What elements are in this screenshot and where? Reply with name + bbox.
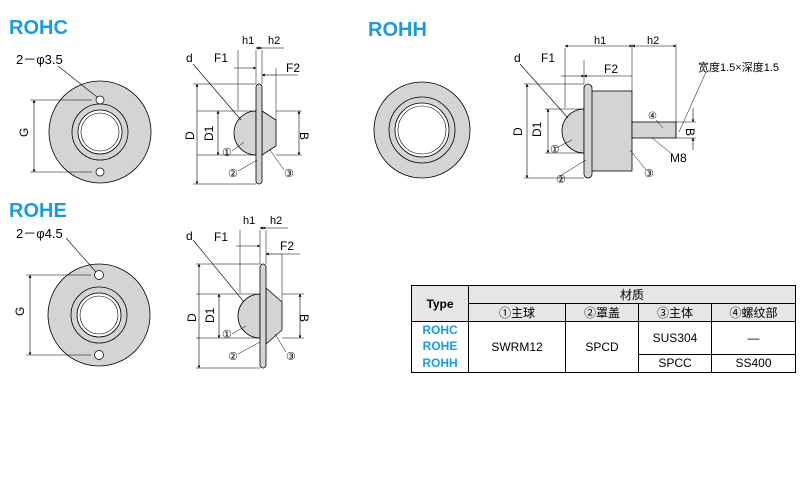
- cover-material-cell: SPCD: [565, 321, 639, 373]
- rohe-f1-label: F1: [214, 230, 228, 244]
- rohh-title: ROHH: [368, 19, 427, 41]
- thread-material-cell-2: SS400: [711, 353, 796, 373]
- material-header: 材质: [468, 285, 796, 304]
- table-row: ROHC SWRM12 SPCD SUS304 —: [411, 321, 796, 373]
- rohe-h2-label: h2: [270, 215, 282, 227]
- rohc-D-label: D: [183, 131, 197, 140]
- rohe-front-view: G 2－φ4.5: [13, 226, 151, 367]
- rohe-part3-label: ③: [286, 351, 296, 363]
- rohe-g-label: G: [13, 307, 27, 316]
- rohc-hole-label: 2－φ3.5: [16, 52, 63, 67]
- table-row: ROHH SPCC SS400: [411, 353, 796, 373]
- rohh-part2-label: ②: [556, 174, 566, 186]
- rohe-D-label: D: [185, 313, 199, 322]
- rohc-side-view: d F1 h1 h2 F2 D D1 B ① ② ③: [183, 35, 311, 185]
- type-cell-rohe: ROHE: [411, 338, 469, 354]
- rohc-g-label: G: [17, 128, 31, 137]
- rohe-B-label: B: [297, 314, 311, 322]
- rohc-h2-label: h2: [268, 35, 280, 47]
- rohe-part1-label: ①: [222, 329, 232, 341]
- rohc-f2-label: F2: [286, 61, 300, 75]
- rohe-part2-label: ②: [228, 351, 238, 363]
- table-subheader-row: ①主球 ②罩盖 ③主体 ④螺纹部: [412, 303, 796, 322]
- rohc-B-label: B: [297, 132, 311, 140]
- rohc-d-label: d: [186, 51, 193, 65]
- column-cover: ②罩盖: [565, 303, 639, 322]
- rohh-front-view: [373, 81, 471, 179]
- rohh-h2-label: h2: [647, 35, 659, 47]
- rohh-h1-label: h1: [594, 35, 606, 47]
- rohh-D1-label: D1: [530, 121, 544, 137]
- rohh-M8-label: M8: [670, 151, 687, 165]
- rohh-side-view: d F1 h1 h2 F2 宽度1.5×深度1.5 D D1 B M8 ① ② …: [511, 35, 779, 186]
- rohh-f2-label: F2: [604, 62, 618, 76]
- rohe-title: ROHE: [9, 200, 67, 222]
- rohh-part4-label: ④: [648, 111, 657, 122]
- table-row: ROHE: [411, 338, 796, 354]
- rohc-f1-label: F1: [214, 51, 228, 65]
- rohe-h1-label: h1: [243, 215, 255, 227]
- ball-material-cell: SWRM12: [468, 321, 566, 373]
- rohc-part2-label: ②: [228, 168, 238, 180]
- rohh-d-label: d: [514, 51, 521, 65]
- table-header-row: Type 材质: [411, 285, 796, 322]
- rohe-d-label: d: [186, 229, 193, 243]
- thread-material-cell-1: —: [711, 321, 796, 355]
- body-material-cell-2: SPCC: [638, 353, 712, 373]
- type-cell-rohc: ROHC: [411, 321, 469, 338]
- rohc-part3-label: ③: [284, 168, 294, 180]
- rohh-B-label: B: [683, 128, 697, 136]
- column-body: ③主体: [638, 303, 712, 322]
- rohc-D1-label: D1: [202, 125, 216, 141]
- rohe-D1-label: D1: [203, 307, 217, 323]
- type-header: Type: [411, 285, 469, 322]
- rohh-part1-label: ①: [550, 144, 560, 156]
- rohh-note-label: 宽度1.5×深度1.5: [698, 60, 779, 74]
- rohh-f1-label: F1: [541, 51, 555, 65]
- column-thread: ④螺纹部: [711, 303, 796, 322]
- rohc-front-view: G 2－φ3.5: [16, 52, 152, 184]
- material-table: Type 材质 ①主球 ②罩盖 ③主体 ④螺纹部 ROHC SWRM12 SPC…: [411, 285, 796, 373]
- type-cell-rohh: ROHH: [411, 354, 469, 373]
- rohc-part1-label: ①: [222, 147, 232, 159]
- column-ball: ①主球: [468, 303, 566, 322]
- rohe-f2-label: F2: [280, 239, 294, 253]
- rohh-D-label: D: [511, 127, 525, 136]
- rohc-title: ROHC: [9, 17, 68, 39]
- rohe-side-view: d F1 h1 h2 F2 D D1 B ① ② ③: [185, 215, 311, 369]
- rohe-hole-label: 2－φ4.5: [16, 226, 63, 241]
- rohc-h1-label: h1: [242, 35, 254, 47]
- rohh-part3-label: ③: [644, 168, 654, 180]
- body-material-cell-1: SUS304: [638, 321, 712, 355]
